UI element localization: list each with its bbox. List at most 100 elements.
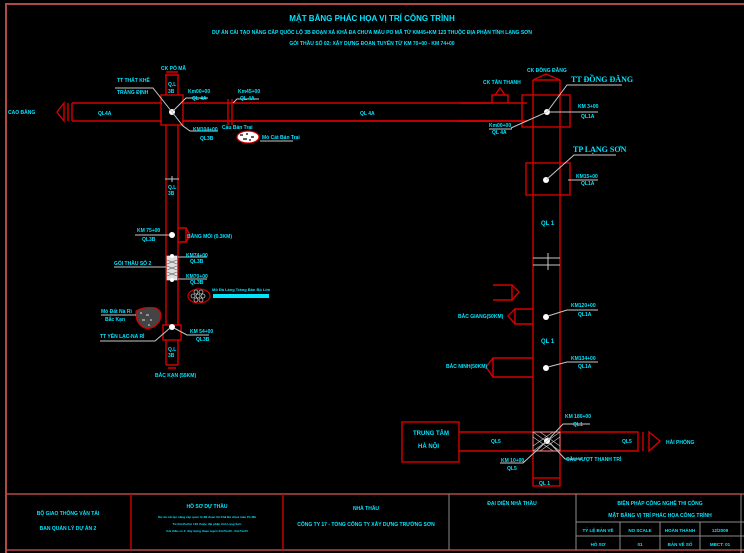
label-tt-dong-dang: TT ĐỒNG ĐĂNG [571,74,633,84]
label-km00-lang-dong-road: QL 4A [492,130,507,136]
sheet-value: MBCT: 01 [710,542,731,547]
label-km120: KM120+00 [571,303,596,309]
label-km15: KM15+00 [576,174,598,180]
label-km120-road: QL1A [578,312,592,318]
label-mine-bac-kan: Bắc Kạn [105,316,125,323]
label-ql4a-mid: QL 4A [360,111,375,117]
scale-value: NO SCALE [628,528,651,533]
quarry-sand-ban-trai [236,130,260,144]
complete-value: 12/2009 [712,528,729,533]
label-km75: KM 75+00 [137,228,160,234]
drawing-subtitle-2: GÓI THẦU SỐ 02: XÂY DỰNG ĐOẠN TUYẾN TỪ K… [289,39,454,47]
label-ha-noi: HÀ NỘI [418,442,439,450]
quarry-stone-lang-trang [187,288,211,304]
road-ql4a [56,99,527,125]
drawing-method: BIỆN PHÁP CÔNG NGHỆ THI CÔNG [617,499,702,507]
owner-ministry: BỘ GIAO THÔNG VẬN TẢI [37,509,100,517]
label-goi-thau-2: GÓI THẦU SỐ 2 [114,259,151,267]
label-ql3b-lower-2: 3B [168,353,175,359]
label-bac-ninh: BẮC NINH(50KM) [446,362,487,370]
label-km180: KM 180+00 [565,414,591,420]
contractor-title: NHÀ THẦU [353,505,379,512]
label-sand-mine: Mỏ Cát Bản Trại [262,135,300,141]
label-km70: KM70+00 [186,274,208,280]
label-trang-dinh: TRÀNG ĐỊNH [117,89,149,96]
node-yen-lac [169,324,175,330]
label-ql1-upper: QL 1 [541,221,555,227]
bid-line-2: Từ Km45+Km 123 thuộc địa phận tỉnh Lạng … [173,522,242,526]
label-km104-road: QL3B [200,136,214,142]
label-cau-vuot-thanh-tri: CẦU VƯỢT THANH TRÌ [566,455,622,463]
label-km45: Km45+00 [238,89,260,95]
label-km3-road: QL1A [581,114,595,120]
label-km54-road: QL3B [196,337,210,343]
road-ql3b [160,71,191,369]
bid-title: HỒ SƠ DỰ THẦU [187,503,228,510]
label-tt-that-khe: TT THẤT KHÊ [117,76,150,84]
node-km75 [169,232,175,238]
doc-label: HỒ SƠ [591,541,606,547]
drawing-title: MẶT BẰNG PHÁC HỌA VỊ TRÍ CÔNG TRÌNH [289,14,455,23]
label-km45-road: QL 4A [240,96,255,102]
road-ql5 [401,421,662,487]
node-km120 [543,314,549,320]
label-ck-po-ma: CK PÒ MÃ [161,64,186,72]
label-km54: KM 54+00 [190,329,213,335]
label-stone-quarry: Mỏ Đá Làng Tráng Bản Bò Lim [212,287,270,292]
label-ql3b-upper-2: 3B [168,191,175,197]
label-trung-tam: TRUNG TÂM [413,430,449,437]
label-tt-yen-lac: TT YÊN LẠC-NA RÌ [100,332,145,340]
label-ql1-mid: QL 1 [541,339,555,345]
drawing-frame [5,3,744,553]
label-ql3b-lower-1: Q.L [168,347,176,353]
label-km75-road: QL3B [142,237,156,243]
direction-arrow-cao-bang [56,100,65,124]
bid-line-1: Dự án cải tạo nâng cấp quốc lộ 3B đoạn X… [158,515,256,519]
label-ql5-left: QL5 [491,439,501,445]
complete-label: HOÀN THÀNH [665,527,695,533]
label-bang-moi: BẰNG MÓI (0.3KM) [187,232,232,240]
label-km104: KM104+00 [193,127,218,133]
label-bridge-ban-trai: Cầu Bản Trại [222,125,253,131]
label-ql3b-top-2: 3B [168,89,175,95]
label-bac-giang: BẮC GIANG(50KM) [458,312,504,320]
label-tp-lang-son: TP LẠNG SƠN [573,145,627,154]
label-cao-bang: CAO BẰNG [8,108,35,116]
label-km10-road: QL5 [507,466,517,472]
owner-pmu: BAN QUẢN LÝ DỰ ÁN 2 [40,525,97,532]
label-ql1-bottom: QL 1 [539,481,550,487]
label-ck-tan-thanh: CK TÂN THANH [483,79,521,86]
label-mine-na-ri: Mỏ Đất Nà Rì [101,308,132,315]
label-ql3b-top-1: Q.L [168,82,176,88]
label-hai-phong: HẢI PHÒNG [666,438,694,446]
direction-arrow-hai-phong [648,430,662,453]
drawing-subtitle-1: DỰ ÁN CẢI TẠO NÂNG CẤP QUỐC LỘ 3B ĐOẠN X… [212,28,532,36]
label-km74-road: QL3B [190,259,204,265]
label-ql5-right: QL5 [622,439,632,445]
label-km10: KM 10+00 [501,458,524,464]
label-bac-kan: BẮC KẠN (55KM) [155,371,196,379]
contractor-name: CÔNG TY 17 - TỔNG CÔNG TY XÂY DỰNG TRƯỜN… [297,520,435,528]
label-ql3b-upper-1: Q.L [168,185,176,191]
node-km134 [543,365,549,371]
contractor-rep: ĐẠI DIỆN NHÀ THẦU [487,499,537,507]
label-km74: KM74+00 [186,253,208,259]
road-ql1 [460,73,571,478]
label-km70-road: QL3B [190,280,204,286]
label-km134-road: QL1A [578,364,592,370]
label-km134: KM134+00 [571,356,596,362]
title-block [6,493,744,553]
scale-label: TỶ LỆ BẢN VẼ [582,526,613,533]
label-km-that-khe: Km00+00 [188,89,210,95]
label-ck-dong-dang: CK ĐỒNG ĐĂNG [527,67,567,74]
label-km00-lang-dong: Km00+00 [489,123,511,129]
doc-value: 01 [637,542,643,547]
label-km-that-khe-road: QL 4A [192,96,207,102]
label-km3: KM 3+00 [578,104,599,110]
drawing-name: MẶT BẰNG VỊ TRÍ PHÁC HỌA CÔNG TRÌNH [608,511,712,519]
label-km15-road: QL1A [581,181,595,187]
label-ql4a-left: QL4A [98,111,112,117]
sheet-label: BẢN VẼ SỐ [668,541,693,547]
bid-line-3: Gói thầu số 2: Xây dựng đoạn tuyến Km70+… [166,529,248,533]
